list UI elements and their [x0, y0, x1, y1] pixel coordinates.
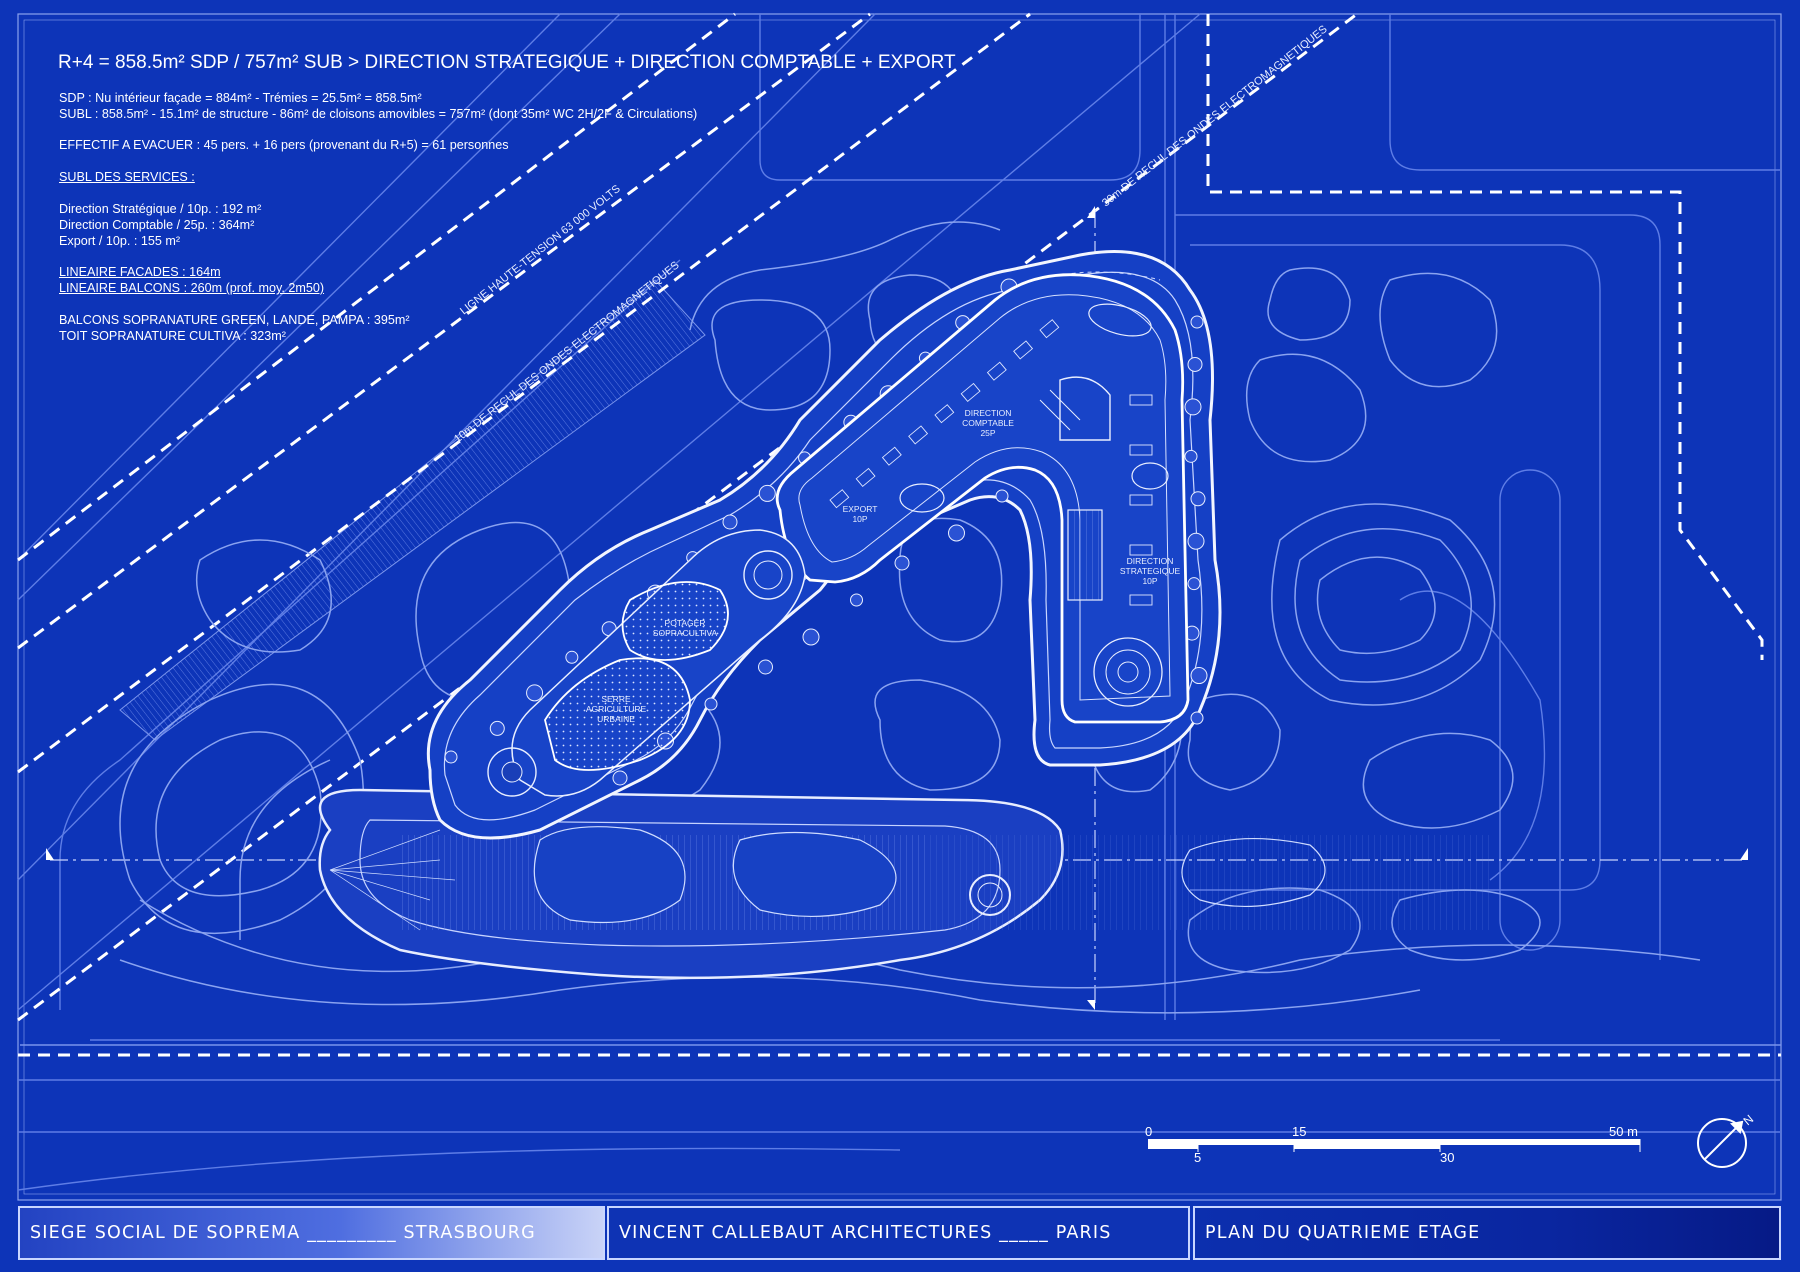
- section-markers: [46, 206, 1748, 1010]
- room-label-strategique: DIRECTION STRATEGIQUE 10P: [1110, 556, 1190, 586]
- tree-icon: [722, 514, 738, 530]
- tree-icon: [612, 770, 628, 786]
- subl-line: SUBL : 858.5m² - 15.1m² de structure - 8…: [59, 107, 698, 121]
- tree-icon: [850, 593, 863, 607]
- desk-icon: [1039, 319, 1060, 339]
- tree-icon: [1184, 449, 1198, 463]
- tree-icon: [1190, 667, 1208, 685]
- toit-line: TOIT SOPRANATURE CULTIVA : 323m²: [59, 329, 286, 343]
- desk-icon: [1129, 594, 1153, 606]
- desk-icon: [908, 425, 929, 445]
- desk-icon: [1129, 444, 1153, 456]
- cartouche-project-text: SIEGE SOCIAL DE SOPREMA _________ STRASB…: [30, 1223, 536, 1243]
- service-line: Export / 10p. : 155 m²: [59, 234, 181, 248]
- desk-icon: [1013, 340, 1034, 360]
- scale-label: 0: [1145, 1124, 1153, 1139]
- room-label-line: URBAINE: [597, 714, 635, 724]
- service-line: Direction Stratégique / 10p. : 192 m²: [59, 202, 262, 216]
- tree-icon: [1190, 491, 1206, 507]
- room-label-line: 10P: [1142, 576, 1158, 586]
- tree-icon: [704, 697, 718, 711]
- north-arrow-icon: [1697, 1118, 1747, 1168]
- room-label-line: DIRECTION: [964, 408, 1012, 418]
- cartouche-project: SIEGE SOCIAL DE SOPREMA _________ STRASB…: [18, 1206, 605, 1260]
- room-label-line: POTAGER: [664, 618, 706, 628]
- service-line: Direction Comptable / 25p. : 364m²: [59, 218, 255, 232]
- room-label-potager: POTAGER SOPRACULTIVA: [645, 618, 725, 638]
- tree-icon: [1184, 398, 1202, 416]
- room-label-serre: SERRE AGRICULTURE URBAINE: [576, 694, 656, 724]
- tree-icon: [489, 720, 505, 736]
- desk-icon: [829, 489, 850, 509]
- tree-icon: [802, 628, 820, 646]
- office-wing: [775, 273, 1190, 724]
- desk-icon: [1129, 544, 1153, 556]
- balcons-soprana-line: BALCONS SOPRANATURE GREEN, LANDE, PAMPA …: [59, 313, 410, 327]
- tree-icon: [758, 484, 776, 502]
- room-label-line: SERRE: [601, 694, 631, 704]
- room-label-line: AGRICULTURE: [585, 704, 647, 714]
- tree-icon: [894, 555, 910, 571]
- tree-icon: [758, 659, 773, 675]
- page-title: R+4 = 858.5m² SDP / 757m² SUB > DIRECTIO…: [58, 52, 956, 73]
- hatched-embankment: [119, 279, 706, 741]
- desk-icon: [960, 382, 981, 403]
- scale-label: 50 m: [1609, 1124, 1638, 1139]
- subl-services-heading: SUBL DES SERVICES :: [59, 170, 195, 184]
- cartouche-drawing-title: PLAN DU QUATRIEME ETAGE: [1193, 1206, 1781, 1260]
- desk-icon: [855, 467, 876, 488]
- facades-line: LINEAIRE FACADES : 164m: [59, 265, 221, 279]
- sheet-frame: [17, 13, 1782, 1201]
- tree-icon: [1187, 356, 1203, 372]
- desk-icon: [1129, 494, 1153, 506]
- tree-icon: [444, 750, 458, 764]
- tree-icon: [948, 524, 965, 542]
- desk-icon: [1129, 394, 1153, 406]
- desk-icon: [934, 404, 955, 424]
- scale-label: 15: [1292, 1124, 1307, 1139]
- room-label-line: 25P: [980, 428, 996, 438]
- tree-icon: [1187, 577, 1201, 591]
- room-label-comptable: DIRECTION COMPTABLE 25P: [948, 408, 1028, 438]
- effectif-line: EFFECTIF A EVACUER : 45 pers. + 16 pers …: [59, 138, 509, 152]
- tree-icon: [995, 489, 1009, 503]
- tree-icon: [565, 650, 579, 664]
- room-label-line: DIRECTION: [1126, 556, 1174, 566]
- sdp-line: SDP : Nu intérieur façade = 884m² - Trém…: [59, 91, 422, 105]
- scale-label: 5: [1194, 1150, 1202, 1165]
- garden-wing: [487, 529, 806, 797]
- tree-icon: [1190, 711, 1204, 725]
- setback-dashed-lines: [17, 12, 1781, 1057]
- room-label-line: EXPORT: [842, 504, 878, 514]
- balcons-line: LINEAIRE BALCONS : 260m (prof. moy. 2m50…: [59, 281, 325, 295]
- tree-icon: [1187, 532, 1205, 550]
- room-label-line: 10P: [852, 514, 868, 524]
- room-label-line: COMPTABLE: [962, 418, 1014, 428]
- room-label-export: EXPORT 10P: [830, 504, 890, 524]
- tree-icon: [1190, 315, 1204, 329]
- tree-icon: [526, 684, 544, 702]
- room-label-line: SOPRACULTIVA: [652, 628, 718, 638]
- cartouche-architect: VINCENT CALLEBAUT ARCHITECTURES _____ PA…: [607, 1206, 1190, 1260]
- desk-icon: [881, 446, 902, 466]
- scale-bar-graphic: [1148, 1139, 1641, 1152]
- scale-label: 30: [1440, 1150, 1455, 1165]
- cartouche-drawing-title-text: PLAN DU QUATRIEME ETAGE: [1205, 1223, 1481, 1243]
- cartouche-architect-text: VINCENT CALLEBAUT ARCHITECTURES _____ PA…: [619, 1223, 1112, 1243]
- room-label-line: STRATEGIQUE: [1119, 566, 1181, 576]
- desk-icon: [986, 361, 1007, 381]
